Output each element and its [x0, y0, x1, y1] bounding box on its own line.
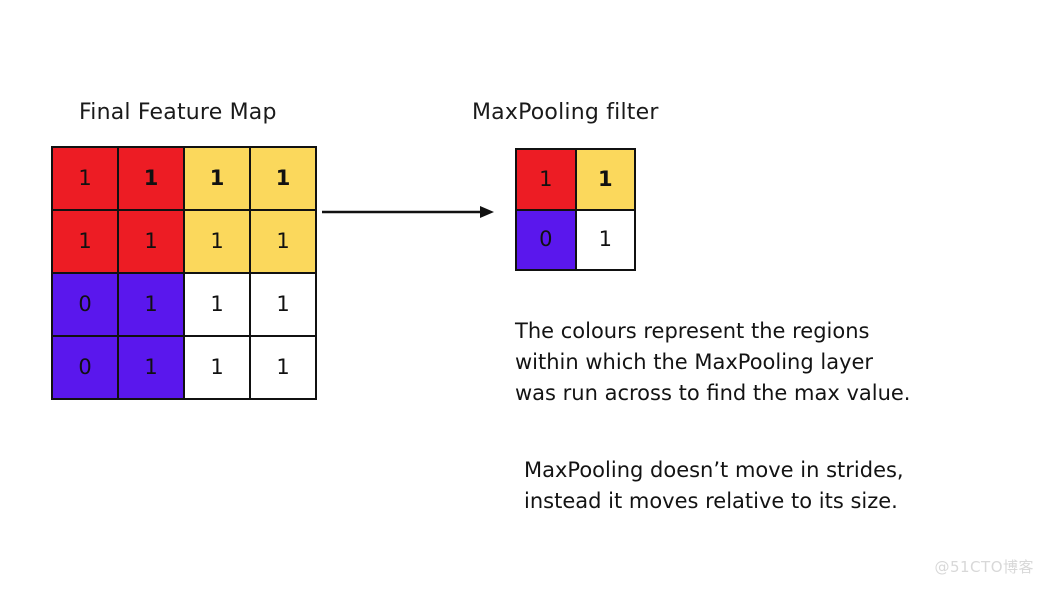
feature-map-cell: 1 — [185, 211, 249, 272]
feature-map-cell: 1 — [185, 337, 249, 398]
feature-map-cell: 1 — [185, 148, 249, 209]
feature-map-cell: 0 — [53, 274, 117, 335]
feature-map-cell: 1 — [119, 337, 183, 398]
feature-map-cell: 1 — [251, 211, 315, 272]
feature-map-cell: 1 — [251, 148, 315, 209]
watermark: @51CTO博客 — [934, 558, 1034, 576]
feature-map-cell: 1 — [119, 211, 183, 272]
colours-explanation-text: The colours represent the regions within… — [515, 319, 911, 405]
filter-cell: 1 — [576, 210, 634, 269]
maxpooling-filter-title: MaxPooling filter — [472, 100, 659, 125]
filter-cell: 0 — [517, 210, 575, 269]
feature-map-cell: 1 — [119, 274, 183, 335]
strides-explanation-text: MaxPooling doesn’t move in strides, inst… — [524, 458, 904, 513]
feature-map-cell: 1 — [53, 211, 117, 272]
feature-map-cell: 1 — [53, 148, 117, 209]
feature-map-title: Final Feature Map — [79, 100, 277, 125]
feature-map-cell: 1 — [251, 274, 315, 335]
filter-cell: 1 — [517, 150, 575, 209]
flow-arrow-icon — [322, 206, 494, 218]
feature-map-cell: 0 — [53, 337, 117, 398]
feature-map-cell: 1 — [119, 148, 183, 209]
feature-map-cell: 1 — [185, 274, 249, 335]
filter-cell: 1 — [576, 150, 634, 209]
feature-map-cell: 1 — [251, 337, 315, 398]
